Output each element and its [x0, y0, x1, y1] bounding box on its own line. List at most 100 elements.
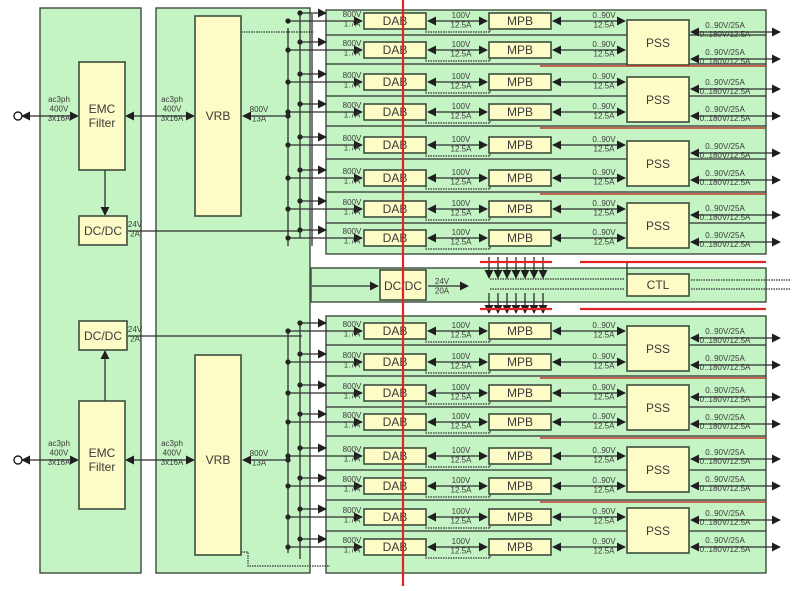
top-pss-4-output-1-label-line-0: 0..90V/25A [705, 204, 745, 213]
bottom-pss-3-label: PSS [646, 463, 670, 477]
bottom-pss-1-output-1-label-line-0: 0..90V/25A [705, 327, 745, 336]
top-aux-dcdc-output-label-line-0: 24V [128, 220, 143, 229]
bottom-channel-7-feedback-line [425, 525, 491, 529]
top-channel-6-mpb-block [488, 169, 552, 187]
bottom-aux-dcdc-label: DC/DC [84, 329, 122, 343]
bottom-vrb-label: VRB [206, 453, 231, 467]
top-channel-6-dab-block [363, 169, 427, 187]
top-channel-7-dab-mpb-label-line-1: 12.5A [451, 209, 473, 218]
bottom-vrb-output-label-line-0: 800V [250, 449, 269, 458]
top-emc-filter-block [78, 61, 126, 171]
bottom-emc-filter-label-line-1: Filter [89, 460, 116, 474]
top-channel-8-feedback-line [425, 246, 491, 250]
bottom-aux-dcdc-block [78, 320, 128, 351]
bottom-channel-5-dab-input-label-line-1: 1.7A [344, 455, 361, 464]
bottom-aux-dcdc-output-label-line-0: 24V [128, 325, 143, 334]
bottom-channel-2-dab-mpb-label-line-1: 12.5A [451, 362, 473, 371]
bottom-channel-1-feedback-line [425, 339, 491, 343]
bottom-channel-2-mpb-pss-label-line-0: 0..90V [592, 352, 616, 361]
top-channel-1-dab-input-label-line-1: 1.7A [344, 20, 361, 29]
bottom-pss-4-output-1-label-line-1: 0..180V/12.5A [700, 518, 751, 527]
bottom-channel-5-feedback-line [425, 464, 491, 468]
top-channel-7-mpb-pss-label-line-0: 0..90V [592, 199, 616, 208]
bottom-pss-1-output-2-label-line-0: 0..90V/25A [705, 354, 745, 363]
top-channel-1-mpb-pss-label-line-1: 12.5A [594, 21, 616, 30]
bottom-channel-5-dab-label: DAB [383, 449, 408, 463]
bottom-channel-1-dab-input-label-line-0: 800V [343, 320, 362, 329]
bottom-channel-6-dab-mpb-label-line-0: 100V [452, 476, 471, 485]
top-channel-1-aux-junction [297, 10, 303, 16]
top-channel-5-dab-input-label-line-1: 1.7A [344, 144, 361, 153]
top-channel-7-mpb-pss-label-line-1: 12.5A [594, 209, 616, 218]
bottom-channel-8-dab-block [363, 538, 427, 556]
top-channel-3-mpb-pss-label-line-0: 0..90V [592, 72, 616, 81]
bottom-channel-4-dab-input-label-line-0: 800V [343, 411, 362, 420]
bottom-channel-5-mpb-pss-label-line-1: 12.5A [594, 456, 616, 465]
bottom-channel-6-dab-block [363, 477, 427, 495]
top-channel-4-dab-input-label-line-1: 1.7A [344, 111, 361, 120]
bottom-channel-7-dab-input-label-line-0: 800V [343, 506, 362, 515]
bottom-channel-4-dab-mpb-label-line-0: 100V [452, 412, 471, 421]
top-channel-6-mpb-pss-label-line-0: 0..90V [592, 168, 616, 177]
bottom-channel-2-dab-input-label-line-1: 1.7A [344, 361, 361, 370]
bottom-pss-1-label: PSS [646, 342, 670, 356]
bottom-channel-4-dab-label: DAB [383, 415, 408, 429]
bottom-channel-8-dab-input-label-line-0: 800V [343, 536, 362, 545]
top-channel-8-dab-block [363, 229, 427, 247]
top-channel-6-feedback-line [425, 186, 491, 190]
bottom-channel-8-dab-input-label-line-1: 1.7A [344, 546, 361, 555]
bottom-channel-3-dab-label: DAB [383, 386, 408, 400]
bottom-channel-2-mpb-block [488, 353, 552, 371]
bottom-channel-2-mpb-pss-label-line-1: 12.5A [594, 362, 616, 371]
center-dcdc-output-label-line-0: 24V [435, 277, 450, 286]
bottom-channel-2-dab-block [363, 353, 427, 371]
top-channel-5-feedback-line [425, 153, 491, 157]
top-channel-7-feedback-line [425, 217, 491, 221]
top-channel-4-dab-label: DAB [383, 105, 408, 119]
bottom-ac-input-label-line-0: ac3ph [48, 439, 70, 448]
top-channel-8-mpb-label: MPB [507, 231, 533, 245]
bottom-channel-7-mpb-pss-label-line-0: 0..90V [592, 507, 616, 516]
top-pss-1-output-1-label-line-1: 0..180V/12.5A [700, 30, 751, 39]
top-channel-6-dab-mpb-label-line-0: 100V [452, 168, 471, 177]
top-channel-5-dab-mpb-label-line-0: 100V [452, 135, 471, 144]
bottom-channel-8-feedback-line [425, 555, 491, 559]
top-pss-3-label: PSS [646, 157, 670, 171]
top-channel-8-mpb-pss-label-line-1: 12.5A [594, 238, 616, 247]
top-channel-8-mpb-pss-label-line-0: 0..90V [592, 228, 616, 237]
top-channel-4-mpb-label: MPB [507, 105, 533, 119]
bottom-channel-8-mpb-pss-label-line-1: 12.5A [594, 547, 616, 556]
top-pss-3-output-1-label-line-0: 0..90V/25A [705, 142, 745, 151]
bottom-channel-5-mpb-pss-label-line-0: 0..90V [592, 446, 616, 455]
top-channel-2-mpb-block [488, 41, 552, 59]
top-channel-5-dab-mpb-label-line-1: 12.5A [451, 145, 473, 154]
top-pss-3-block [626, 140, 690, 187]
bottom-pss-2-output-2-label-line-0: 0..90V/25A [705, 413, 745, 422]
bottom-pss-2-output-1-label-line-0: 0..90V/25A [705, 386, 745, 395]
bottom-channel-1-dab-mpb-label-line-1: 12.5A [451, 331, 473, 340]
top-channel-7-dab-input-label-line-0: 800V [343, 198, 362, 207]
bottom-channel-6-mpb-pss-label-line-1: 12.5A [594, 486, 616, 495]
top-emc-filter-label-line-1: Filter [89, 116, 116, 130]
top-aux-dcdc-output-label-line-1: 2A [130, 230, 140, 239]
bottom-pss-4-output-2-label-line-1: 0..180V/12.5A [700, 545, 751, 554]
bottom-channel-5-dab-mpb-label-line-0: 100V [452, 446, 471, 455]
bottom-pss-4-output-1-label-line-0: 0..90V/25A [705, 509, 745, 518]
top-channel-2-mpb-pss-label-line-0: 0..90V [592, 40, 616, 49]
top-pss-1-output-2-label-line-1: 0..180V/12.5A [700, 57, 751, 66]
bottom-channel-8-dab-mpb-label-line-0: 100V [452, 537, 471, 546]
bottom-channel-8-mpb-pss-label-line-0: 0..90V [592, 537, 616, 546]
bottom-vrb-input-label-line-2: 3x16A [161, 458, 184, 467]
top-pss-2-output-2-label-line-1: 0..180V/12.5A [700, 114, 751, 123]
bottom-pss-4-label: PSS [646, 524, 670, 538]
top-channel-2-dab-input-label-line-0: 800V [343, 39, 362, 48]
ctl-block [626, 273, 690, 297]
top-emc-filter-label-line-0: EMC [89, 102, 116, 116]
top-channel-3-dab-input-label-line-1: 1.7A [344, 81, 361, 90]
bottom-channel-8-mpb-block [488, 538, 552, 556]
bottom-channel-4-dab-input-label-line-1: 1.7A [344, 421, 361, 430]
top-pss-1-output-1-label-line-0: 0..90V/25A [705, 21, 745, 30]
bottom-channel-4-feedback-line [425, 430, 491, 434]
top-channel-4-dab-input-label-line-0: 800V [343, 101, 362, 110]
top-pss-4-label: PSS [646, 219, 670, 233]
